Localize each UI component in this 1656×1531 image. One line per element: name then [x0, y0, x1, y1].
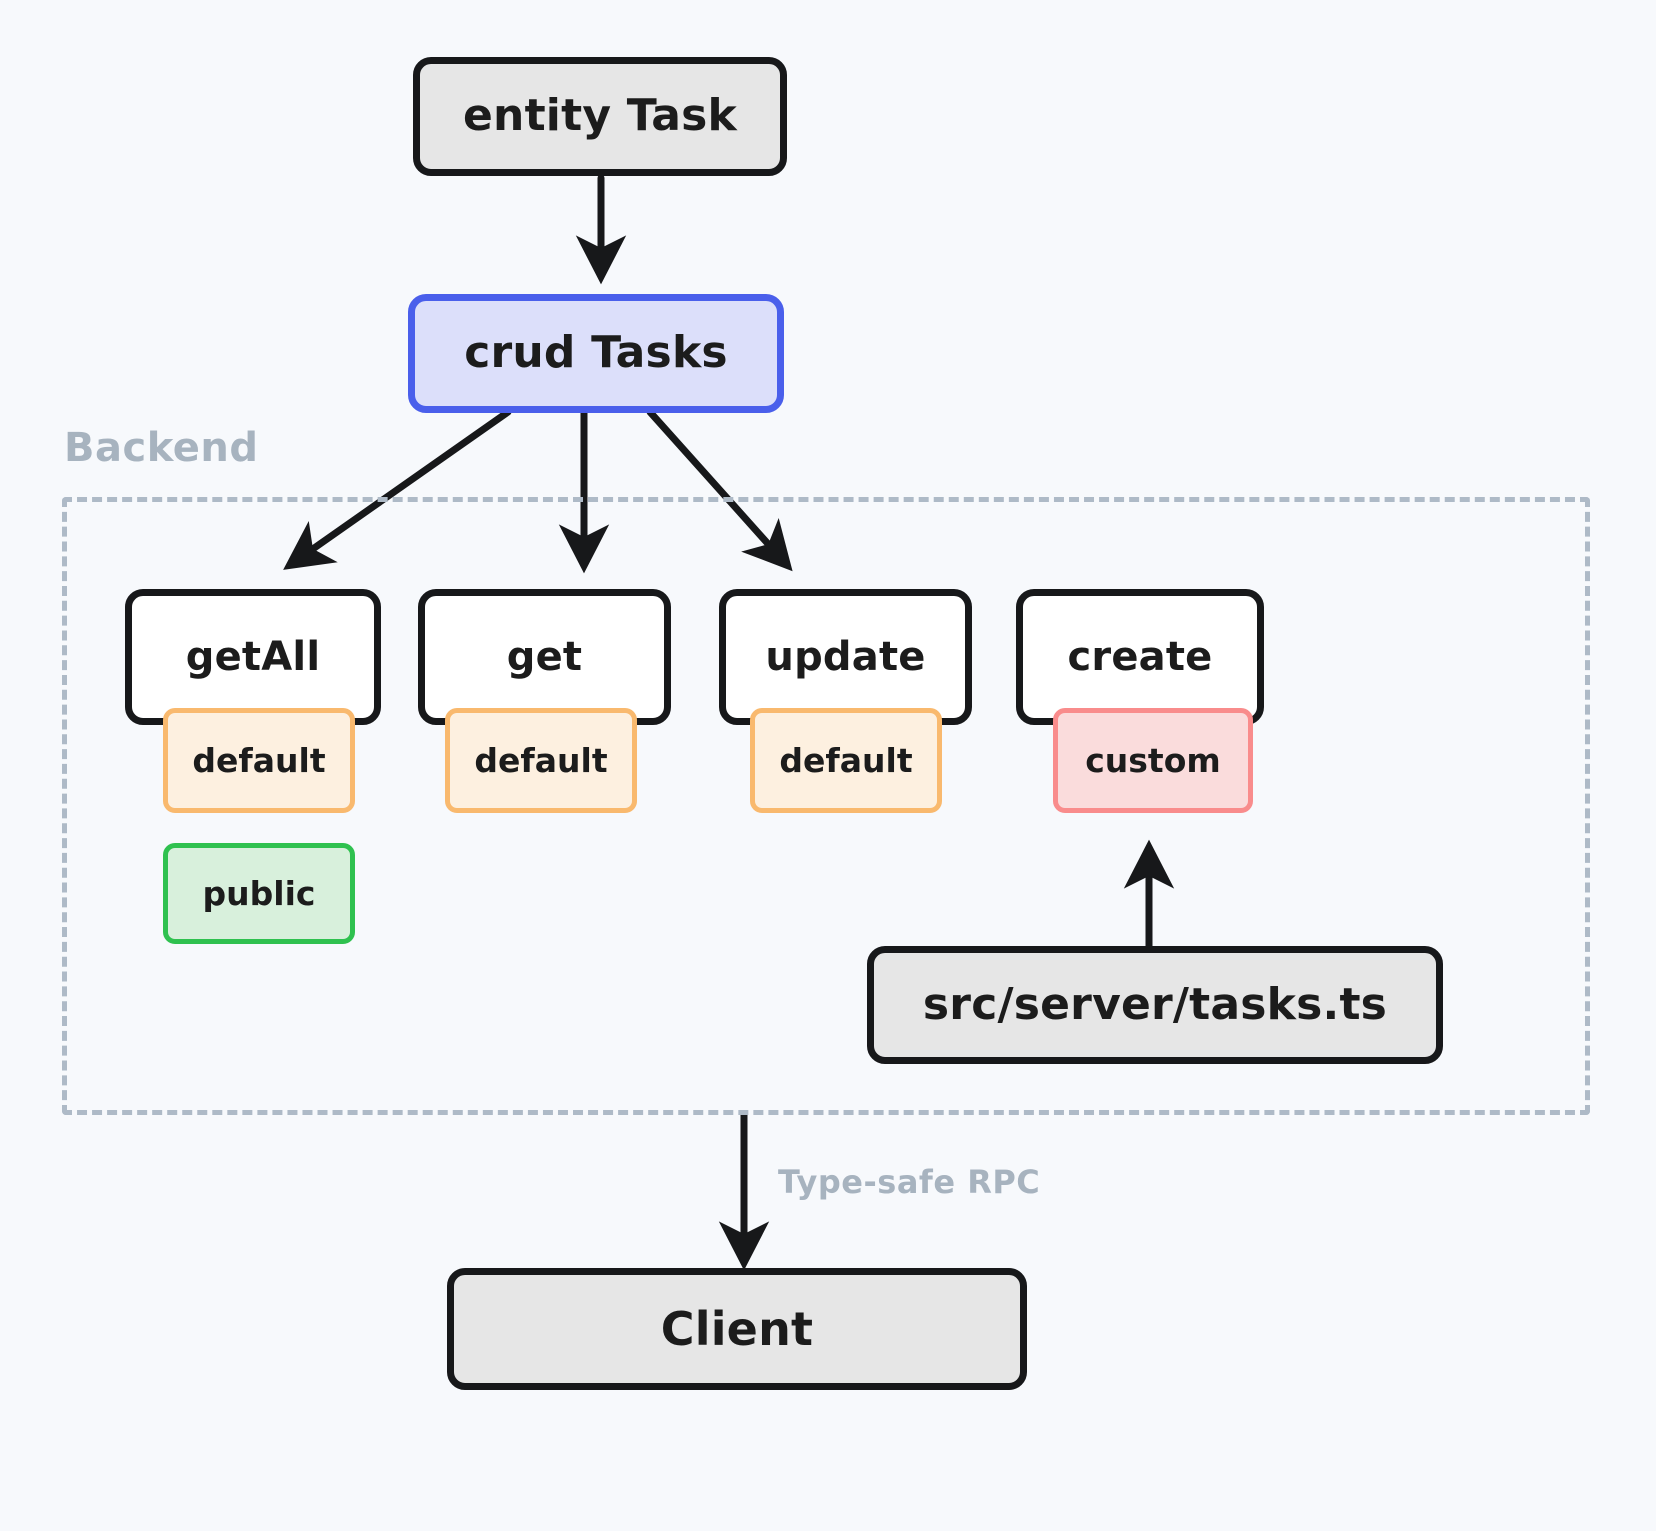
badge-create-custom[interactable]: custom — [1053, 708, 1253, 813]
node-client[interactable]: Client — [447, 1268, 1027, 1390]
node-get-label: get — [506, 634, 583, 680]
node-entity-task[interactable]: entity Task — [413, 57, 787, 176]
node-create-label: create — [1067, 634, 1213, 680]
backend-subgraph-container — [62, 497, 1590, 1115]
backend-subgraph-label: Backend — [64, 425, 259, 471]
node-crud-tasks[interactable]: crud Tasks — [408, 294, 784, 413]
edge-label-type-safe-rpc: Type-safe RPC — [778, 1163, 1041, 1201]
badge-update-default[interactable]: default — [750, 708, 942, 813]
badge-getall-default-label: default — [192, 741, 326, 780]
badge-getall-public-label: public — [202, 874, 316, 913]
node-client-label: Client — [660, 1301, 814, 1356]
badge-getall-public[interactable]: public — [163, 843, 355, 944]
node-getall[interactable]: getAll — [125, 589, 381, 725]
badge-getall-default[interactable]: default — [163, 708, 355, 813]
node-entity-task-label: entity Task — [463, 90, 737, 142]
node-update-label: update — [765, 634, 926, 680]
node-update[interactable]: update — [719, 589, 972, 725]
node-get[interactable]: get — [418, 589, 671, 725]
badge-get-default[interactable]: default — [445, 708, 637, 813]
node-crud-tasks-label: crud Tasks — [464, 327, 728, 379]
node-source-file-label: src/server/tasks.ts — [922, 978, 1388, 1030]
node-source-file[interactable]: src/server/tasks.ts — [867, 946, 1443, 1064]
badge-create-custom-label: custom — [1085, 741, 1221, 780]
badge-update-default-label: default — [779, 741, 913, 780]
node-getall-label: getAll — [185, 634, 321, 680]
node-create[interactable]: create — [1016, 589, 1264, 725]
badge-get-default-label: default — [474, 741, 608, 780]
